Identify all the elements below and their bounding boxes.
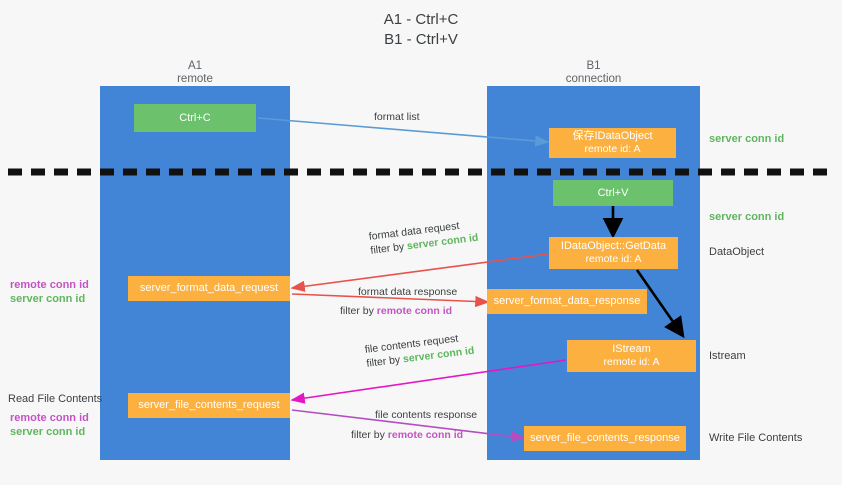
arrow-format-data-request [290, 253, 549, 292]
annotation-bottom-conn-ids: remote conn id server conn id [10, 411, 89, 439]
arrow-file-contents-request [290, 359, 567, 404]
box-istream-line1: IStream [612, 343, 651, 355]
lane-header-a1: A1 remote [100, 60, 290, 86]
annotation-mid-server-conn-id: server conn id [10, 293, 86, 305]
box-server-format-data-request[interactable]: server_format_data_request [128, 276, 290, 301]
box-getdata-line1: IDataObject::GetData [560, 240, 667, 252]
box-server-file-contents-response[interactable]: server_file_contents_response [524, 426, 686, 451]
lane-b1-sub: connection [565, 73, 622, 85]
box-save-dataobject-line2: remote id: A [584, 143, 641, 155]
filter-prefix: filter by [351, 429, 388, 441]
lane-header-b1: B1 connection [487, 60, 700, 86]
box-ctrl-c[interactable]: Ctrl+C [134, 104, 256, 132]
arrow-file-contents-response [291, 409, 526, 443]
page-title: A1 - Ctrl+C B1 - Ctrl+V [0, 10, 842, 50]
lane-a1-sub: remote [177, 73, 213, 85]
flow-label-file-contents-response-line1: file contents response [375, 409, 478, 421]
annotation-bottom-server-conn-id: server conn id [10, 426, 86, 438]
flow-label-file-contents-response: file contents response filter by remote … [351, 408, 478, 442]
box-istream-line2: remote id: A [603, 356, 660, 368]
filter-prefix: filter by [340, 305, 377, 317]
annotation-mid-conn-ids: remote conn id server conn id [10, 278, 89, 306]
annotation-server-conn-id-top: server conn id [709, 133, 785, 145]
filter-key-remote-conn-id: remote conn id [376, 305, 453, 317]
flow-label-format-list-text: format list [374, 111, 420, 123]
annotation-write-file-contents: Write File Contents [709, 432, 803, 444]
title-line-2: B1 - Ctrl+V [384, 31, 458, 48]
flow-label-format-data-response-line1: format data response [358, 286, 458, 298]
arrow-format-list [257, 117, 550, 147]
box-getdata[interactable]: IDataObject::GetData remote id: A [549, 237, 678, 269]
annotation-read-file-contents: Read File Contents [8, 393, 103, 405]
box-ctrl-c-label: Ctrl+C [179, 111, 211, 124]
lane-a1-name: A1 [187, 60, 203, 72]
box-server-format-data-response-label: server_format_data_response [493, 295, 641, 307]
box-ctrl-v[interactable]: Ctrl+V [553, 180, 673, 206]
annotation-istream: Istream [709, 350, 746, 362]
annotation-server-conn-id-second: server conn id [709, 211, 785, 223]
annotation-dataobject: DataObject [709, 246, 765, 258]
flow-label-format-list: format list [374, 110, 420, 124]
filter-key-remote-conn-id: remote conn id [387, 429, 464, 441]
lane-b1-name: B1 [586, 60, 601, 72]
flow-label-format-data-response: format data response filter by remote co… [340, 285, 458, 318]
box-server-format-data-response[interactable]: server_format_data_response [487, 289, 647, 314]
box-server-file-contents-request[interactable]: server_file_contents_request [128, 393, 290, 418]
annotation-mid-remote-conn-id: remote conn id [10, 279, 89, 291]
box-server-file-contents-request-label: server_file_contents_request [138, 399, 280, 411]
box-getdata-line2: remote id: A [585, 253, 642, 265]
box-save-dataobject[interactable]: 保存IDataObject remote id: A [549, 128, 676, 158]
box-save-dataobject-line1: 保存IDataObject [572, 130, 653, 142]
flow-label-file-contents-response-filter: filter by remote conn id [351, 428, 477, 442]
box-ctrl-v-label: Ctrl+V [597, 186, 629, 199]
flow-label-format-data-response-filter: filter by remote conn id [340, 304, 457, 318]
box-istream[interactable]: IStream remote id: A [567, 340, 696, 372]
box-server-file-contents-response-label: server_file_contents_response [530, 432, 680, 444]
box-server-format-data-request-label: server_format_data_request [139, 282, 279, 294]
arrow-getdata-to-istream [635, 269, 685, 339]
title-line-1: A1 - Ctrl+C [383, 11, 459, 28]
arrow-format-data-response [291, 293, 490, 308]
annotation-bottom-remote-conn-id: remote conn id [10, 412, 89, 424]
